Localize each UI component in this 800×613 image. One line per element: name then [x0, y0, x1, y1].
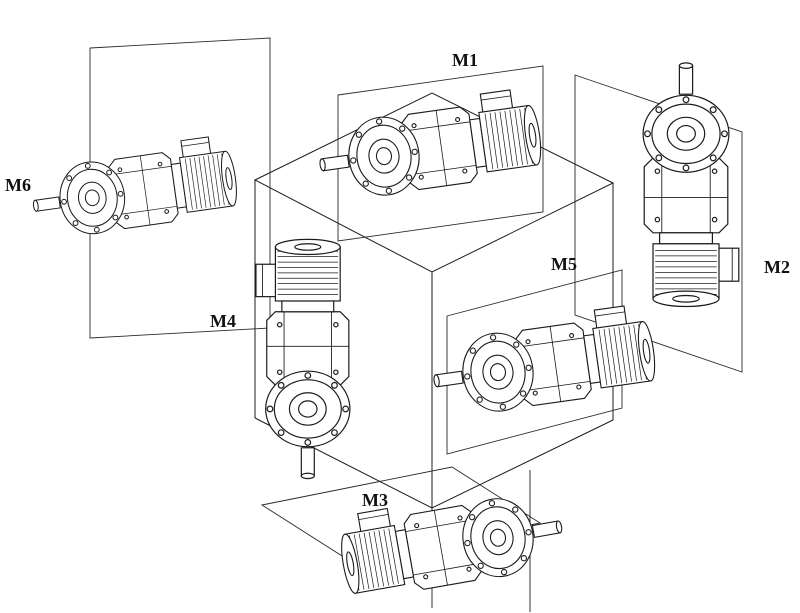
gearmotor-m5-drawing [426, 302, 660, 421]
mounting-panel-m5 [446, 269, 623, 455]
label-m6: M6 [5, 175, 31, 195]
label-m1: M1 [452, 50, 478, 70]
label-m4: M4 [210, 311, 236, 331]
label-m3: M3 [362, 490, 388, 510]
gearmotor-m1-drawing [312, 86, 546, 205]
label-m2: M2 [764, 257, 790, 277]
mounting-panel-m1 [337, 65, 544, 242]
mounting-panel-m3 [260, 466, 542, 562]
gearmotor-m6-drawing [26, 133, 241, 243]
label-m5: M5 [551, 254, 577, 274]
gearmotor-m4-drawing [255, 238, 351, 480]
gearmotor-m2-drawing [642, 62, 740, 308]
